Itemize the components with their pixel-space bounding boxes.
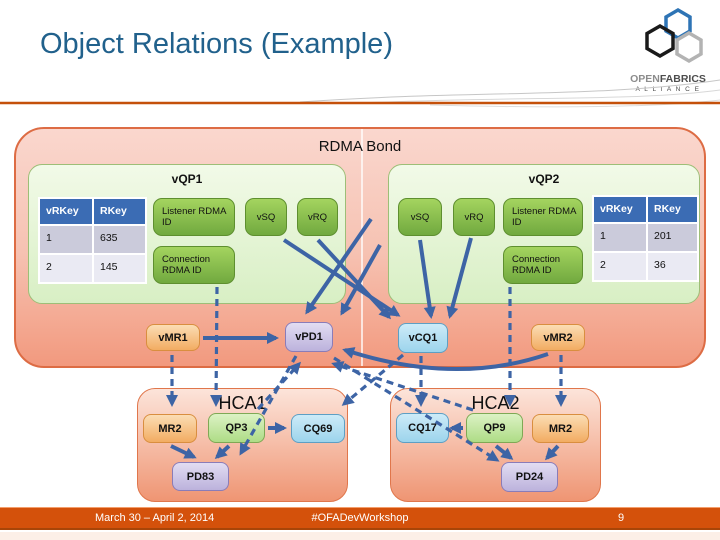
vpd1-box: vPD1 (285, 322, 333, 352)
vqp2-listener-rdma-id: Listener RDMA ID (503, 198, 583, 236)
mr2-label: MR2 (158, 422, 182, 435)
table-cell: 145 (94, 255, 145, 282)
table-cell: 2 (594, 253, 646, 280)
table-cell: 2 (40, 255, 92, 282)
cq69-label: CQ69 (303, 422, 333, 435)
vqp2-label: vQP2 (528, 172, 560, 186)
table-header-cell: vRKey (594, 197, 646, 222)
vqp2-vsq-box: vSQ (398, 198, 442, 236)
vmr1-box: vMR1 (146, 324, 200, 351)
vmr2-box: vMR2 (531, 324, 585, 351)
pd83-label: PD83 (186, 470, 215, 483)
openfabrics-logo: OPENFABRICS A L L I A N C E (622, 6, 714, 93)
connection-label: Connection RDMA ID (512, 254, 561, 276)
table-cell: 1 (40, 226, 92, 253)
pd24-label: PD24 (515, 471, 544, 483)
logo-word-alliance: A L L I A N C E (635, 86, 701, 93)
vqp1-label: vQP1 (171, 172, 203, 186)
vqp1-vrq-box: vRQ (297, 198, 338, 236)
table-header-cell: RKey (648, 197, 697, 222)
footer-bottom-strip (0, 532, 720, 540)
slide-page-number: 9 (618, 512, 625, 524)
vmr2-label: vMR2 (543, 331, 573, 344)
listener-label: Listener RDMA ID (512, 206, 576, 228)
logo-word-fabrics: FABRICS (659, 73, 706, 85)
page-title: Object Relations (Example) (40, 28, 393, 60)
hca2-qp9-box: QP9 (466, 413, 523, 443)
rdma-bond-label: RDMA Bond (318, 138, 402, 155)
vqp2-key-table: vRKey RKey 1 201 2 36 (592, 195, 699, 282)
logo-word-open: OPEN (630, 73, 660, 85)
vrq-label: vRQ (464, 211, 484, 223)
hca2-cq17-box: CQ17 (396, 413, 449, 443)
vqp1-listener-rdma-id: Listener RDMA ID (153, 198, 235, 236)
footer-event-hashtag: #OFADevWorkshop (311, 512, 409, 524)
vsq-label: vSQ (410, 211, 430, 223)
vqp2-vrq-box: vRQ (453, 198, 495, 236)
table-cell: 36 (648, 253, 697, 280)
vcq1-box: vCQ1 (398, 323, 448, 353)
hca1-qp3-box: QP3 (208, 413, 265, 443)
vqp1-connection-rdma-id: Connection RDMA ID (153, 246, 235, 284)
hca1-pd83-box: PD83 (172, 462, 229, 491)
connection-label: Connection RDMA ID (162, 254, 211, 276)
footer-date: March 30 – April 2, 2014 (95, 512, 215, 524)
hca1-mr2-box: MR2 (143, 414, 197, 443)
vpd1-label: vPD1 (295, 331, 323, 343)
cq17-label: CQ17 (408, 422, 437, 434)
vmr1-label: vMR1 (158, 331, 188, 344)
hca2-mr2-box: MR2 (532, 414, 589, 443)
table-cell: 635 (94, 226, 145, 253)
mr2-label: MR2 (548, 422, 573, 435)
qp3-label: QP3 (225, 422, 248, 434)
vqp1-key-table: vRKey RKey 1 635 2 145 (38, 197, 147, 284)
logo-wordmark: OPENFABRICS (622, 74, 714, 85)
hca2-pd24-box: PD24 (501, 462, 558, 492)
bond-seam-divider (361, 129, 363, 366)
hca2-label: HCA2 (471, 393, 520, 413)
hexagons-logo-icon (645, 7, 703, 64)
hca1-label: HCA1 (218, 393, 267, 413)
vqp1-vsq-box: vSQ (245, 198, 287, 236)
table-cell: 201 (648, 224, 697, 251)
hca1-cq69-box: CQ69 (291, 414, 345, 443)
table-header-cell: vRKey (40, 199, 92, 224)
vrq-label: vRQ (308, 211, 327, 223)
vqp2-connection-rdma-id: Connection RDMA ID (503, 246, 583, 284)
vsq-label: vSQ (256, 211, 276, 223)
vcq1-label: vCQ1 (408, 332, 438, 344)
listener-label: Listener RDMA ID (162, 206, 226, 228)
table-header-cell: RKey (94, 199, 145, 224)
header-divider (0, 79, 720, 108)
footer-bar (0, 507, 720, 530)
qp9-label: QP9 (483, 422, 506, 434)
table-cell: 1 (594, 224, 646, 251)
